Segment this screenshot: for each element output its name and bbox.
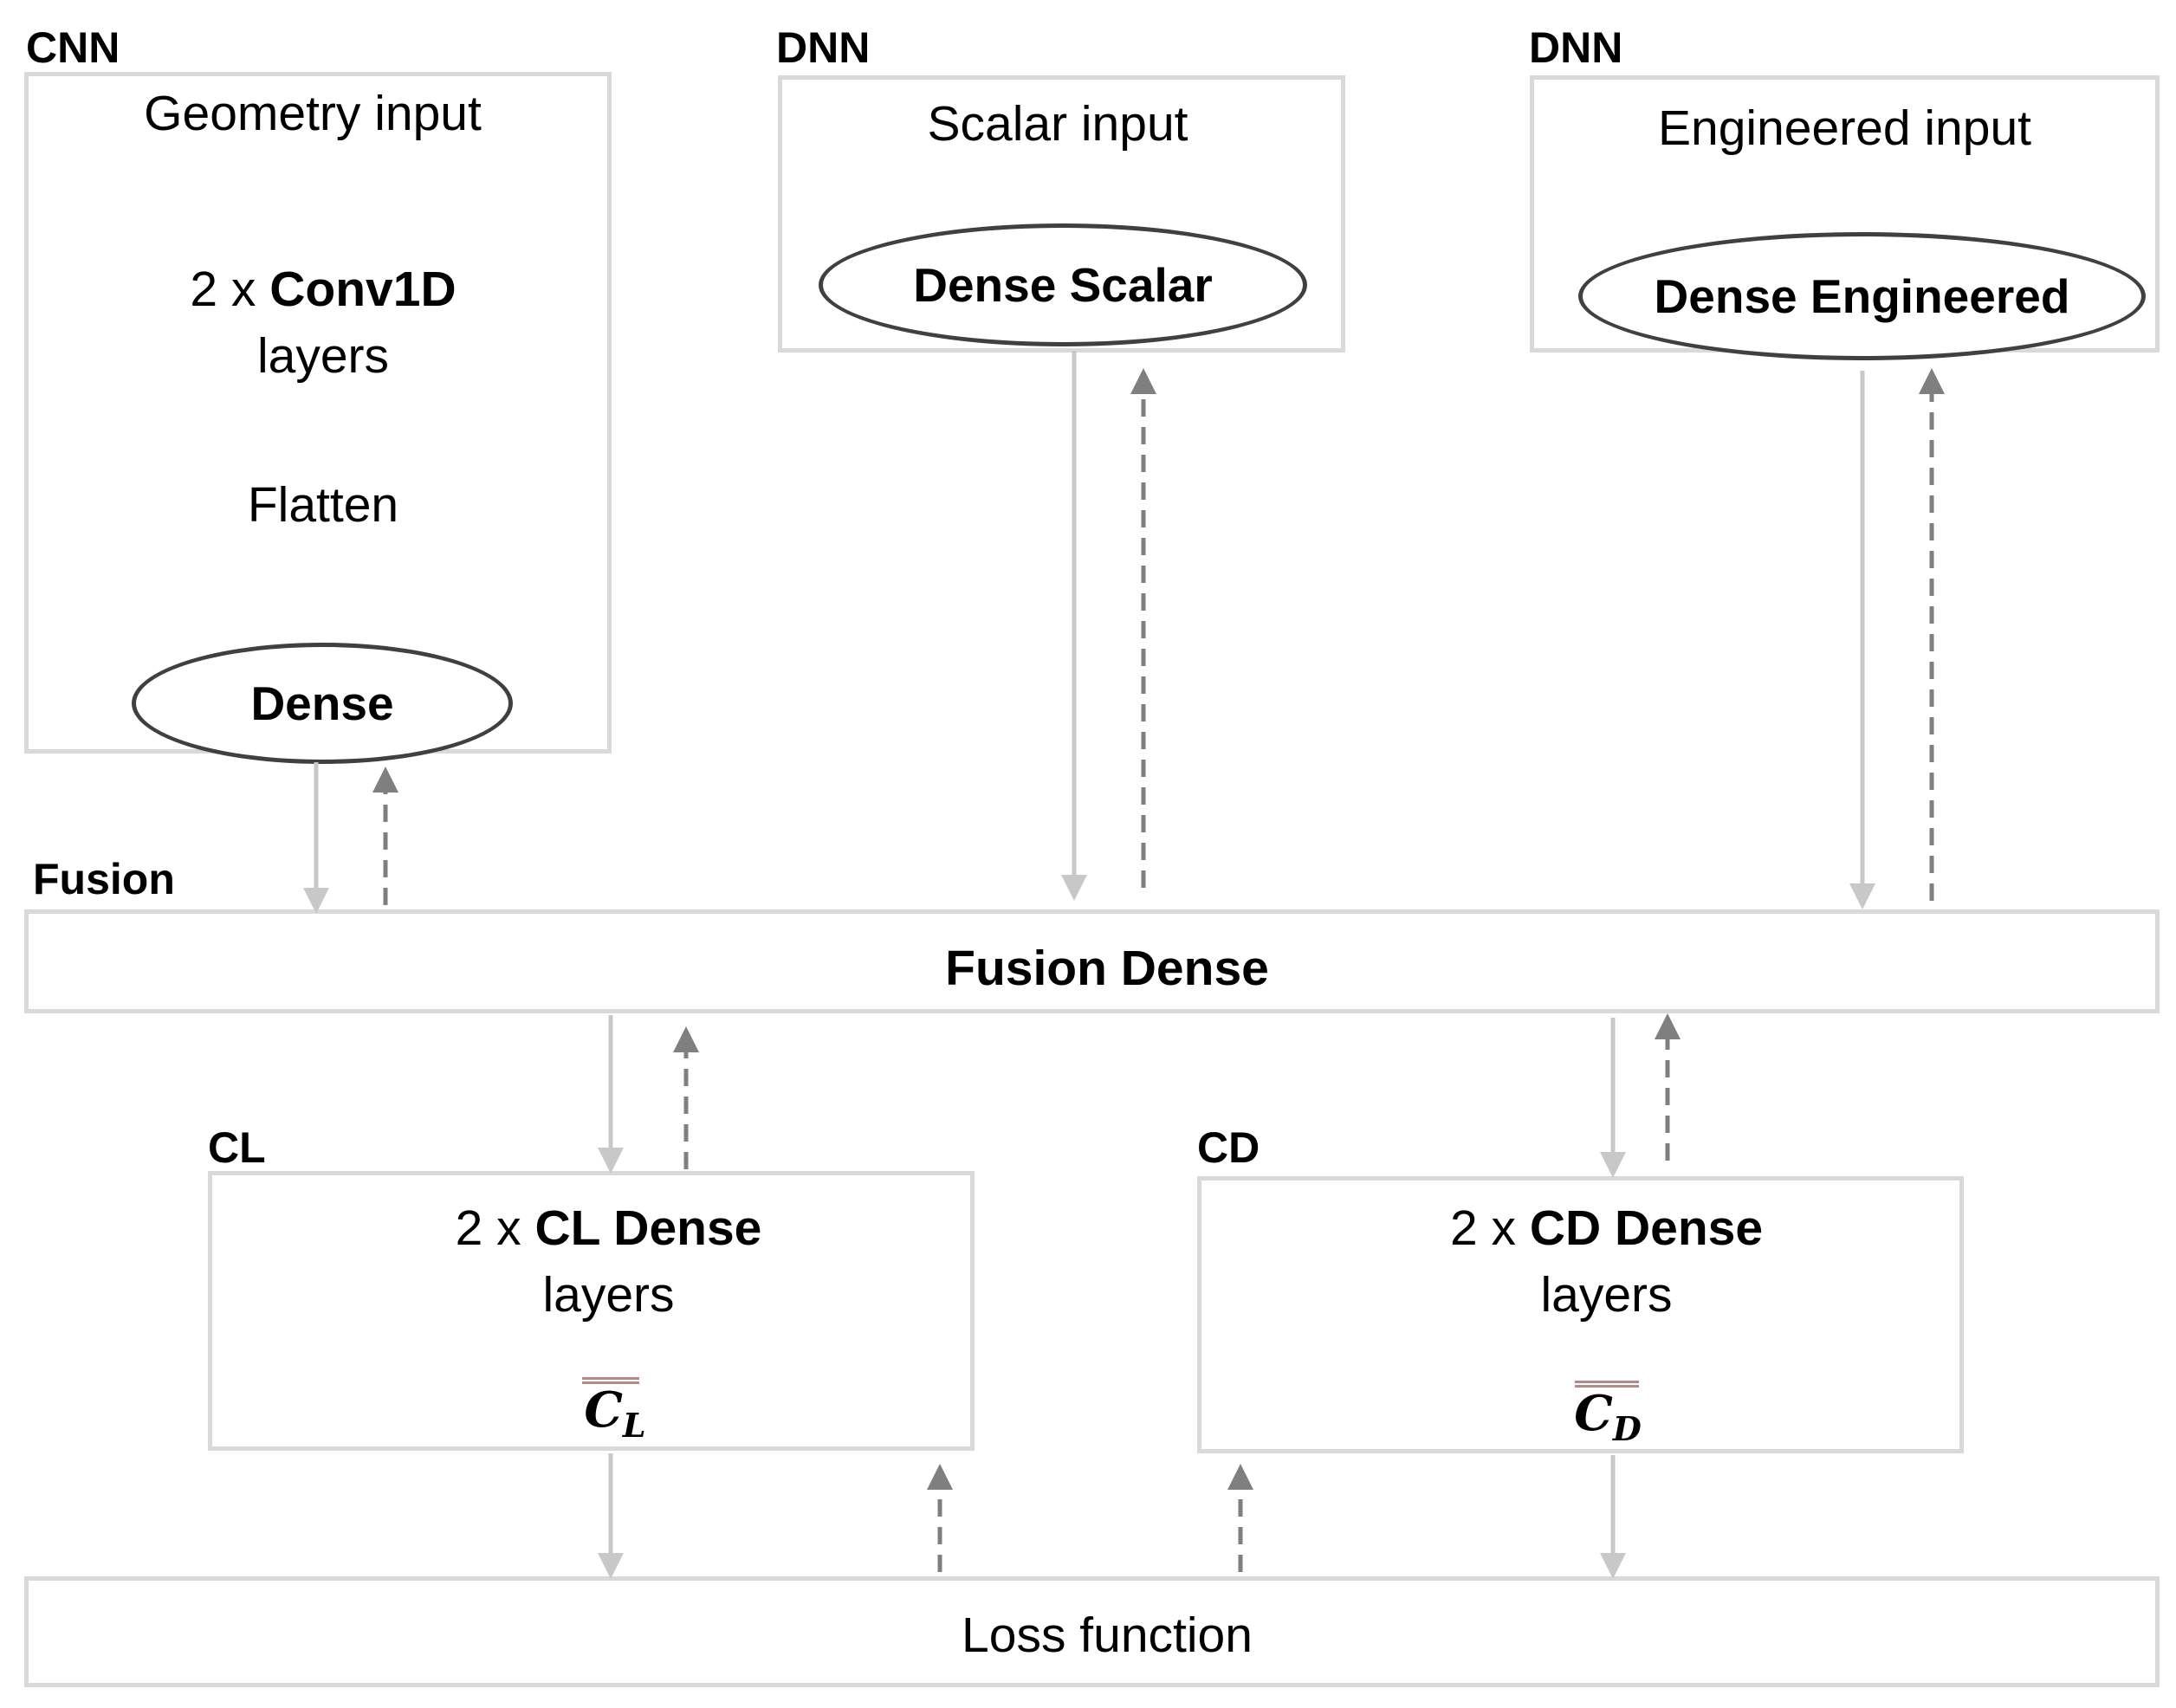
cd-mean-overbar	[1575, 1381, 1639, 1388]
cd-mean-symbol: CD	[1564, 1389, 1651, 1446]
fusion-dense-label: Fusion Dense	[945, 941, 1269, 996]
cd-symbol: C	[1574, 1385, 1613, 1442]
engineered-input-label: Engineered input	[1657, 100, 2031, 156]
dense-scalar-label: Dense Scalar	[913, 258, 1213, 312]
fusion-dense-box	[24, 909, 2160, 1013]
cd-box	[1197, 1176, 1964, 1453]
cl-bold: CL Dense	[534, 1200, 762, 1256]
cl-box	[208, 1171, 975, 1451]
cnn-dense-label: Dense	[250, 676, 394, 730]
fusion-group-label: Fusion	[33, 855, 175, 903]
cd-dense-layers-label: 2 x CD Dense	[1197, 1204, 2016, 1253]
geometry-input-label: Geometry input	[144, 86, 482, 141]
loss-function-label: Loss function	[962, 1608, 1253, 1663]
flatten-label: Flatten	[247, 477, 399, 533]
conv1d-prefix: 2 x	[190, 262, 270, 317]
conv1d-bold: Conv1D	[269, 262, 457, 317]
conv1d-layers-suffix: layers	[256, 328, 390, 384]
cd-bold: CD Dense	[1529, 1200, 1764, 1256]
scalar-input-label: Scalar input	[927, 96, 1188, 152]
cnn-dense-node: Dense	[132, 643, 513, 764]
cl-dense-layers-label: 2 x CL Dense	[208, 1204, 1009, 1253]
cl-layers-suffix: layers	[542, 1267, 675, 1323]
cd-prefix: 2 x	[1449, 1200, 1530, 1256]
conv1d-layers-label: 2 x Conv1D	[24, 265, 622, 314]
cl-prefix: 2 x	[455, 1200, 535, 1256]
cl-subscript: L	[622, 1406, 646, 1446]
cnn-group-label: CNN	[26, 23, 120, 72]
loss-function-box	[24, 1576, 2160, 1687]
dnn-scalar-group-label: DNN	[776, 23, 871, 72]
dense-engineered-node: Dense Engineered	[1578, 232, 2146, 360]
cd-layers-suffix: layers	[1540, 1267, 1673, 1323]
cl-symbol: C	[584, 1381, 623, 1439]
cl-mean-symbol: CL	[572, 1386, 658, 1442]
cl-mean-overbar	[582, 1377, 639, 1384]
cl-group-label: CL	[208, 1123, 266, 1172]
cd-subscript: D	[1612, 1409, 1642, 1449]
dnn-engineered-group-label: DNN	[1529, 23, 1623, 72]
cd-group-label: CD	[1197, 1123, 1260, 1172]
cnn-box	[24, 72, 612, 754]
dense-engineered-label: Dense Engineered	[1654, 269, 2070, 323]
dense-scalar-node: Dense Scalar	[819, 223, 1307, 346]
